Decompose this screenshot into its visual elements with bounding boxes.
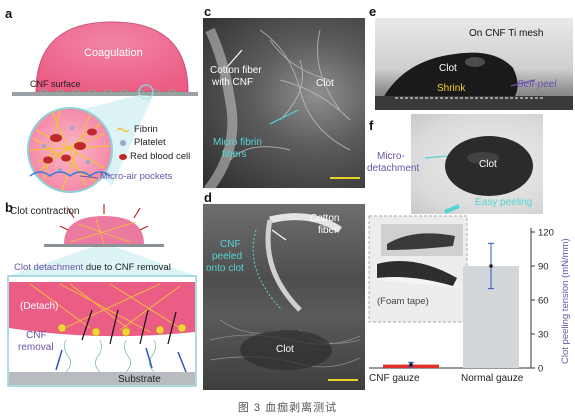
panel-f-illustration xyxy=(368,136,533,323)
cnf-peeled-label-3: onto clot xyxy=(206,263,244,274)
chart-y-tick-label: 30 xyxy=(538,330,549,341)
panel-d-label: d xyxy=(204,190,212,205)
panel-a: a Coagulation CNF surface Fibrin Platele… xyxy=(0,0,200,200)
cnf-ti-mesh-title: On CNF Ti mesh xyxy=(469,28,544,39)
coagulation-label: Coagulation xyxy=(84,47,143,59)
panel-e: e On CNF Ti mesh Clot Shrink Self-peel xyxy=(365,0,575,112)
panel-f-label: f xyxy=(369,118,374,133)
clot-detachment-highlight: Clot detachment xyxy=(14,262,84,273)
cnf-removal-label-1: CNF xyxy=(26,330,47,341)
chart-y-tick-label: 120 xyxy=(538,228,554,239)
chart-data-point xyxy=(409,362,413,367)
clot-contraction-label: Clot contraction xyxy=(10,206,80,217)
figure-caption: 图 3 血痂剥离测试 xyxy=(237,402,338,414)
photo-e-illustration xyxy=(375,52,573,110)
chart-y-axis-label: Clot peeling tension (mN/mm) xyxy=(560,238,571,364)
panel-b-label: b xyxy=(5,200,13,215)
cotton-fiber-label-d-2: fiber xyxy=(318,225,338,236)
cotton-fiber-label-d-1: Cotton xyxy=(310,213,340,224)
cotton-fiber-cnf-label-2: with CNF xyxy=(212,77,254,88)
legend-platelet: Platelet xyxy=(134,137,166,148)
shrink-label: Shrink xyxy=(437,83,466,94)
clot-label-e: Clot xyxy=(439,63,457,74)
peeling-tension-chart: 0 30 60 90 120 xyxy=(369,228,554,375)
sem-texture-c xyxy=(204,27,360,190)
panel-f: f Micro- detachment Clot Easy peeling (F… xyxy=(365,112,575,392)
chart-data-point xyxy=(489,264,493,268)
panel-b: b Clot contraction Clot detachment due t… xyxy=(0,200,200,392)
legend-red-blood-cell: Red blood cell xyxy=(130,151,191,162)
detach-label: (Detach) xyxy=(20,301,59,312)
panel-c: c Cotton fiber with CNF Clot Micro fibri… xyxy=(200,0,365,190)
chart-y-tick-label: 0 xyxy=(538,364,543,375)
chart-category-cnf-gauze: CNF gauze xyxy=(369,373,420,384)
chart-category-normal-gauze: Normal gauze xyxy=(461,373,524,384)
chart-y-tick-label: 90 xyxy=(538,262,549,273)
micro-fibrin-label-2: fibers xyxy=(222,149,247,160)
panel-a-label: a xyxy=(5,6,13,21)
chart-y-tick-label: 60 xyxy=(538,296,549,307)
easy-peeling-label: Easy peeling xyxy=(475,197,533,208)
micro-fibrin-label-1: Micro fibrin xyxy=(213,137,262,148)
micro-detachment-label-2: detachment xyxy=(367,163,420,174)
legend-micro-air-pockets: Micro-air pockets xyxy=(100,171,173,182)
cnf-peeled-label-1: CNF xyxy=(220,239,241,250)
clot-detachment-rest: due to CNF removal xyxy=(83,262,171,273)
cnf-removal-label-2: removal xyxy=(18,342,54,353)
panel-e-label: e xyxy=(369,4,377,19)
micro-detachment-label-1: Micro- xyxy=(377,151,405,162)
clot-label-d: Clot xyxy=(276,344,294,355)
legend-fibrin: Fibrin xyxy=(134,124,158,135)
substrate-label: Substrate xyxy=(118,374,161,385)
cnf-surface-label: CNF surface xyxy=(30,79,81,89)
panel-b-illustration xyxy=(7,204,197,387)
self-peel-label: Self-peel xyxy=(517,79,557,90)
clot-detachment-caption: Clot detachment due to CNF removal xyxy=(14,263,171,273)
panel-a-illustration xyxy=(12,21,198,193)
foam-tape-label: (Foam tape) xyxy=(377,296,429,307)
cotton-fiber-cnf-label-1: Cotton fiber xyxy=(210,65,262,76)
panel-d: d Cotton fiber CNF peeled onto clot Clot xyxy=(200,190,365,392)
clot-label-f: Clot xyxy=(479,159,497,170)
sem-texture-d xyxy=(209,213,361,381)
panel-c-label: c xyxy=(204,4,212,19)
cnf-peeled-label-2: peeled xyxy=(212,251,243,262)
clot-label-c: Clot xyxy=(316,78,334,89)
